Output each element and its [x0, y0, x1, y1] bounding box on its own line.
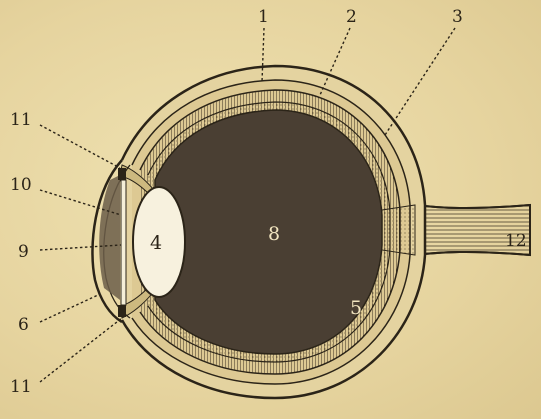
leader-6	[40, 295, 98, 322]
label-11-top: 11	[10, 110, 32, 130]
label-8: 8	[268, 223, 280, 245]
iris-bottom	[118, 305, 126, 317]
label-12: 12	[505, 231, 527, 251]
label-1: 1	[258, 7, 269, 27]
label-3: 3	[452, 7, 463, 27]
optic-disc	[382, 205, 415, 255]
label-4: 4	[150, 232, 162, 254]
leader-11-top	[40, 125, 120, 168]
iris-top	[118, 168, 126, 180]
label-5: 5	[350, 297, 362, 319]
label-10: 10	[10, 175, 32, 195]
leader-3	[385, 28, 455, 135]
label-2: 2	[346, 7, 357, 27]
label-9: 9	[18, 242, 29, 262]
label-6: 6	[18, 315, 29, 335]
label-11-bottom: 11	[10, 377, 32, 397]
pupil	[121, 180, 126, 305]
leader-11-bottom	[40, 318, 122, 382]
